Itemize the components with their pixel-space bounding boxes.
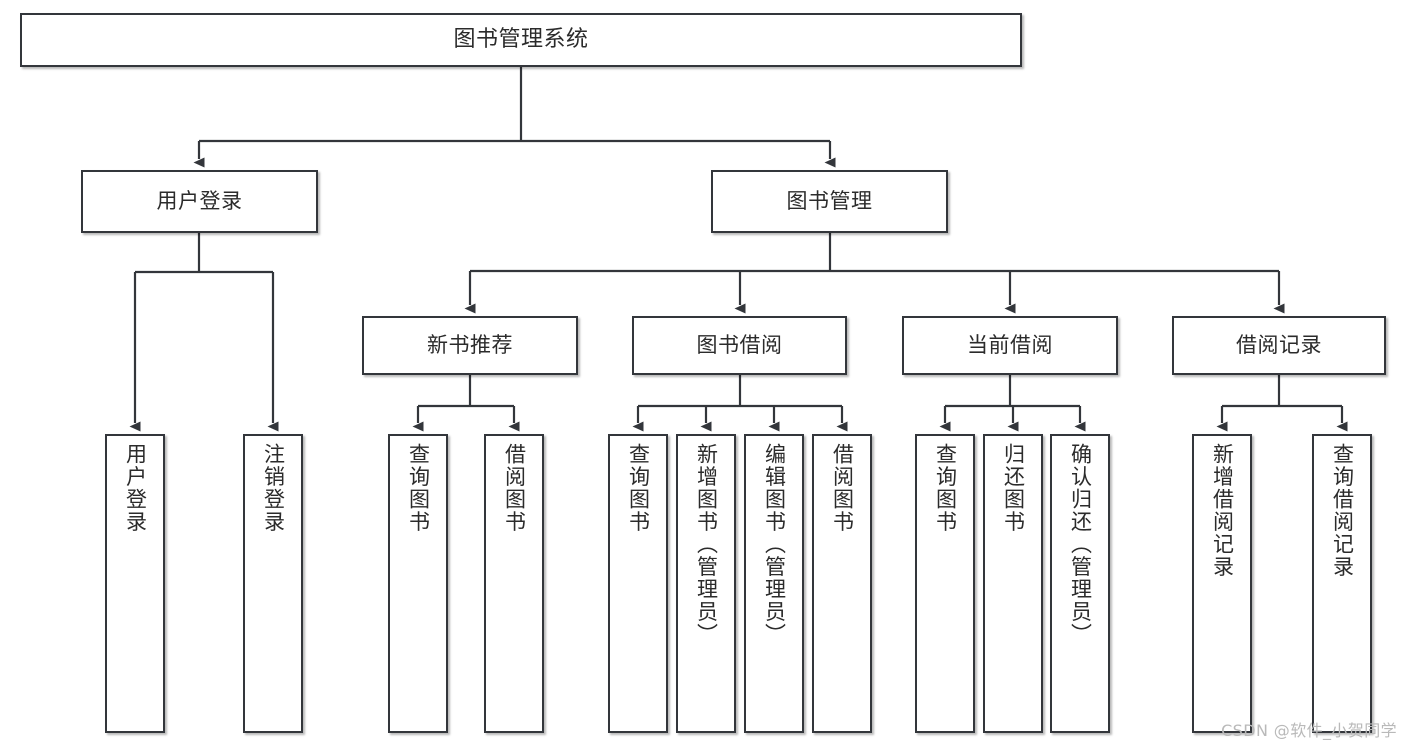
leaf-query-book-recommend-label: 查询图书 bbox=[406, 443, 431, 533]
leaf-return-book-label: 归还图书 bbox=[1001, 443, 1026, 533]
leaf-query-borrow-record[interactable]: 查询借阅记录 bbox=[1312, 434, 1372, 733]
leaf-logout[interactable]: 注销登录 bbox=[243, 434, 303, 733]
leaf-return-book[interactable]: 归还图书 bbox=[983, 434, 1043, 733]
leaf-borrow-book[interactable]: 借阅图书 bbox=[812, 434, 872, 733]
leaf-edit-book-admin-label: 编辑图书（管理员） bbox=[762, 443, 787, 646]
node-current-borrow-label: 当前借阅 bbox=[967, 333, 1053, 358]
leaf-borrow-book-recommend[interactable]: 借阅图书 bbox=[484, 434, 544, 733]
leaf-query-book-recommend[interactable]: 查询图书 bbox=[388, 434, 448, 733]
node-root-label: 图书管理系统 bbox=[453, 27, 589, 53]
leaf-borrow-book-recommend-label: 借阅图书 bbox=[502, 443, 527, 533]
leaf-confirm-return-admin[interactable]: 确认归还（管理员） bbox=[1050, 434, 1110, 733]
leaf-edit-book-admin[interactable]: 编辑图书（管理员） bbox=[744, 434, 804, 733]
leaf-query-book[interactable]: 查询图书 bbox=[608, 434, 668, 733]
node-user-login-label: 用户登录 bbox=[156, 189, 243, 214]
node-new-book-recommend-label: 新书推荐 bbox=[427, 333, 513, 358]
leaf-add-book-admin[interactable]: 新增图书（管理员） bbox=[676, 434, 736, 733]
leaf-query-book-label: 查询图书 bbox=[626, 443, 651, 533]
leaf-query-borrow-record-label: 查询借阅记录 bbox=[1330, 443, 1355, 578]
node-new-book-recommend[interactable]: 新书推荐 bbox=[362, 316, 578, 375]
node-root[interactable]: 图书管理系统 bbox=[20, 13, 1022, 67]
node-user-login[interactable]: 用户登录 bbox=[81, 170, 318, 233]
leaf-logout-label: 注销登录 bbox=[261, 443, 286, 533]
leaf-user-login[interactable]: 用户登录 bbox=[105, 434, 165, 733]
node-current-borrow[interactable]: 当前借阅 bbox=[902, 316, 1118, 375]
leaf-user-login-label: 用户登录 bbox=[123, 443, 148, 533]
leaf-query-book-current-label: 查询图书 bbox=[933, 443, 958, 533]
leaf-add-book-admin-label: 新增图书（管理员） bbox=[694, 443, 719, 646]
leaf-borrow-book-label: 借阅图书 bbox=[830, 443, 855, 533]
leaf-add-borrow-record-label: 新增借阅记录 bbox=[1210, 443, 1235, 578]
node-borrow-records[interactable]: 借阅记录 bbox=[1172, 316, 1386, 375]
node-book-management-label: 图书管理 bbox=[786, 189, 873, 214]
leaf-query-book-current[interactable]: 查询图书 bbox=[915, 434, 975, 733]
leaf-add-borrow-record[interactable]: 新增借阅记录 bbox=[1192, 434, 1252, 733]
node-book-management[interactable]: 图书管理 bbox=[711, 170, 948, 233]
node-book-borrow-label: 图书借阅 bbox=[696, 333, 783, 358]
node-borrow-records-label: 借阅记录 bbox=[1236, 333, 1322, 358]
leaf-confirm-return-admin-label: 确认归还（管理员） bbox=[1068, 443, 1093, 646]
node-book-borrow[interactable]: 图书借阅 bbox=[632, 316, 847, 375]
